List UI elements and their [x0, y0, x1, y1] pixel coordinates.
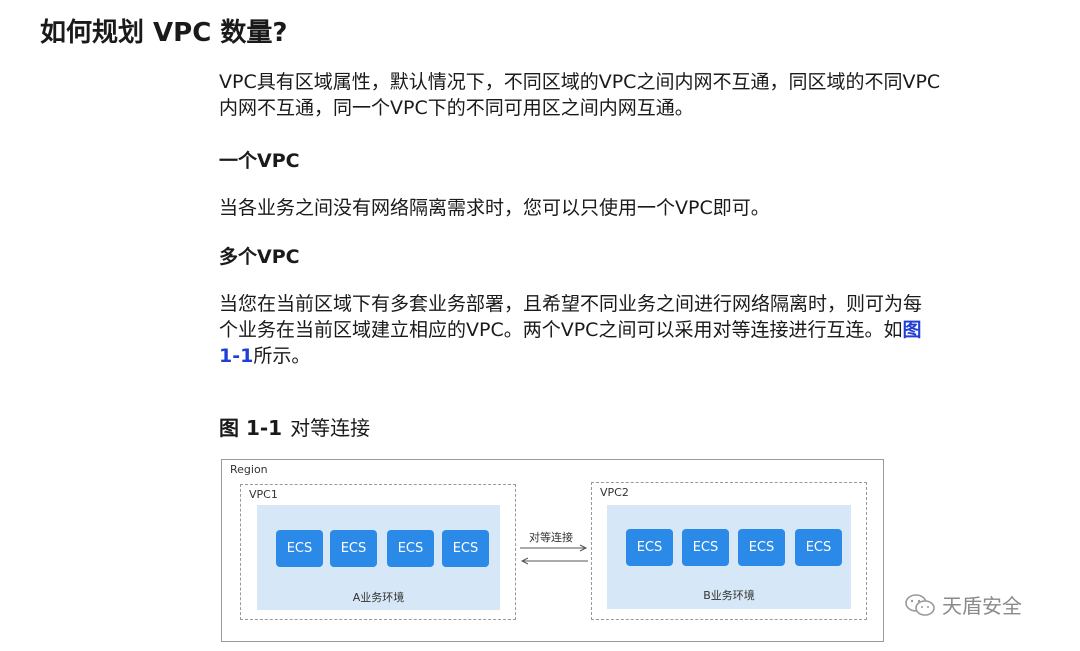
section-title-one-vpc: 一个VPC: [219, 150, 300, 172]
vpc1-label: VPC1: [249, 488, 278, 501]
figure-title: 对等连接: [290, 416, 371, 440]
ecs-node: ECS: [387, 530, 434, 567]
multi-vpc-line-1: 当您在当前区域下有多套业务部署，且希望不同业务之间进行网络隔离时，则可为每: [219, 293, 923, 315]
vpc2-env-label: B业务环境: [703, 589, 755, 602]
wechat-icon: [905, 593, 935, 616]
ecs-node: ECS: [330, 530, 377, 567]
peering-diagram: Region VPC1 ECS ECS ECS ECS A业务环境 对等连接 V…: [221, 459, 884, 642]
ecs-node: ECS: [738, 529, 785, 566]
ecs-node: ECS: [442, 530, 489, 567]
vpc2-label: VPC2: [600, 486, 629, 499]
peering-arrows: [520, 544, 588, 565]
multi-vpc-line-3-text: 所示。: [253, 345, 311, 367]
ecs-node: ECS: [276, 530, 323, 567]
ecs-node: ECS: [626, 529, 673, 566]
figure-number: 图 1-1: [219, 416, 283, 440]
ecs-node: ECS: [682, 529, 729, 566]
multi-vpc-line-2-text: 个业务在当前区域建立相应的VPC。两个VPC之间可以采用对等连接进行互连。如: [219, 319, 903, 341]
section-title-multi-vpc: 多个VPC: [219, 246, 300, 268]
intro-line-1: VPC具有区域属性，默认情况下，不同区域的VPC之间内网不互通，同区域的不同VP…: [219, 71, 941, 93]
vpc1-environment: ECS ECS ECS ECS A业务环境: [257, 505, 500, 610]
page-title: 如何规划 VPC 数量?: [40, 18, 288, 48]
multi-vpc-line-2: 个业务在当前区域建立相应的VPC。两个VPC之间可以采用对等连接进行互连。如图: [219, 317, 922, 343]
figure-caption: 图 1-1 对等连接: [219, 412, 370, 441]
vpc1-box: VPC1 ECS ECS ECS ECS A业务环境: [240, 484, 516, 620]
figure-link-part2[interactable]: 1-1: [219, 345, 254, 367]
figure-link-part1[interactable]: 图: [902, 319, 922, 341]
peering-label: 对等连接: [529, 531, 573, 544]
intro-line-2: 内网不互通，同一个VPC下的不同可用区之间内网互通。: [219, 97, 694, 119]
watermark: 天盾安全: [904, 590, 1022, 619]
multi-vpc-paragraph: 当您在当前区域下有多套业务部署，且希望不同业务之间进行网络隔离时，则可为每 个业…: [219, 291, 922, 369]
intro-paragraph: VPC具有区域属性，默认情况下，不同区域的VPC之间内网不互通，同区域的不同VP…: [219, 69, 940, 121]
region-label: Region: [230, 463, 268, 476]
vpc1-env-label: A业务环境: [352, 591, 405, 604]
watermark-text: 天盾安全: [942, 594, 1022, 618]
vpc2-box: VPC2 ECS ECS ECS ECS B业务环境: [591, 482, 867, 620]
one-vpc-text: 当各业务之间没有网络隔离需求时，您可以只使用一个VPC即可。: [219, 197, 770, 219]
multi-vpc-line-3: 1-1所示。: [219, 343, 922, 369]
vpc2-environment: ECS ECS ECS ECS B业务环境: [607, 505, 851, 609]
ecs-node: ECS: [795, 529, 842, 566]
